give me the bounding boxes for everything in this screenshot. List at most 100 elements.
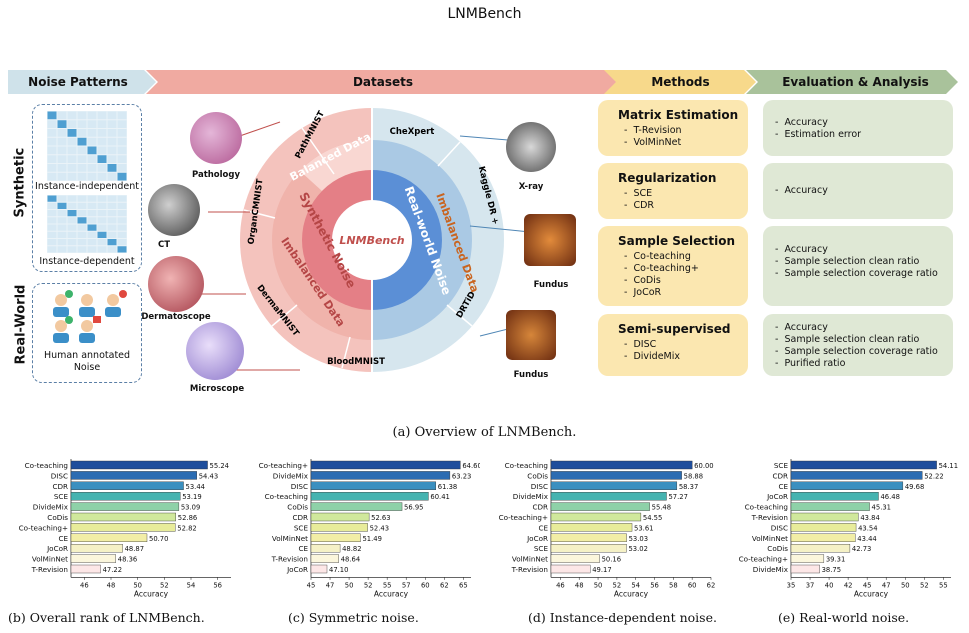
matrix-cell [108,196,117,202]
caption-c: (c) Symmetric noise. [288,610,419,625]
bar [791,555,824,563]
value-label: 53.19 [182,493,201,501]
matrix-cell [78,155,87,163]
bar [551,565,590,573]
matrix-cell [58,155,67,163]
value-label: 56.95 [404,504,423,512]
matrix-cell [78,147,87,155]
value-label: 48.64 [341,556,360,564]
bar [311,492,428,500]
eval-item: - Purified ratio [775,358,938,370]
matrix-cell [98,246,107,252]
category-label: CDR [532,503,548,512]
matrix-cell [68,138,77,146]
x-tick-label: 56 [213,581,222,589]
x-axis-title: Accuracy [614,589,649,598]
matrix-cell [88,129,97,137]
bar [71,565,101,573]
matrix-cell [78,196,87,202]
category-label: T-Revision [751,513,788,522]
value-label: 53.03 [629,535,648,543]
caption-d: (d) Instance-dependent noise. [528,610,717,625]
method-title: Matrix Estimation [618,108,738,122]
x-tick-label: 42 [844,581,853,589]
value-label: 61.38 [438,483,457,491]
category-label: CoDis [287,503,308,512]
matrix-cell [78,164,87,172]
x-tick-label: 45 [863,581,872,589]
x-tick-label: 52 [160,581,169,589]
x-tick-label: 50 [594,581,603,589]
category-label: Co-teaching [505,461,548,470]
x-tick-label: 47 [326,581,335,589]
bar [791,513,858,521]
category-label: DivideMix [273,471,309,480]
value-label: 54.11 [939,462,958,470]
x-tick-label: 52 [613,581,622,589]
category-label: SCE [54,492,69,501]
value-label: 47.10 [329,566,348,574]
method-item: - DISC [624,339,680,351]
matrix-cell [48,217,57,223]
matrix-cell [108,155,117,163]
matrix-cell [108,138,117,146]
matrix-cell [48,239,57,245]
realworld-noise-box: Human annotated Noise [32,283,142,383]
matrix-cell [98,120,107,128]
x-tick-label: 54 [631,581,640,589]
matrix-cell [78,173,87,181]
x-tick-label: 48 [107,581,116,589]
bar [311,523,368,531]
matrix-cell [88,138,97,146]
x-tick-label: 46 [556,581,565,589]
category-label: CE [538,523,548,532]
xray-image [506,122,556,172]
category-label: JoCoR [526,534,548,543]
ct-image [148,184,200,236]
matrix-cell [48,112,57,120]
bar [71,555,116,563]
value-label: 48.82 [342,545,361,553]
matrix-cell [58,239,67,245]
matrix-cell [88,246,97,252]
matrix-cell [68,217,77,223]
value-label: 42.73 [852,545,871,553]
method-item: - DivideMix [624,351,680,363]
method-box-sample-selection: Sample Selection - Co-teaching - Co-teac… [598,226,748,306]
matrix-cell [108,225,117,231]
category-label: DISC [291,482,308,491]
method-list: - T-Revision - VolMinNet [624,125,682,149]
x-tick-label: 52 [364,581,373,589]
matrix-cell [88,225,97,231]
category-label: VolMinNet [512,555,548,564]
bar [551,471,682,479]
eval-box-2: - Accuracy [763,163,953,219]
matrix-cell [108,164,117,172]
value-label: 52.86 [178,514,197,522]
matrix-cell [118,203,127,209]
x-axis-title: Accuracy [374,589,409,598]
noise-matrix-dependent [47,195,127,253]
matrix-cell [98,196,107,202]
eval-item: - Estimation error [775,129,861,141]
matrix-cell [88,232,97,238]
pathology-caption: Pathology [186,170,246,180]
page-title: LNMBench [0,6,969,22]
value-label: 54.43 [199,472,218,480]
matrix-cell [78,203,87,209]
method-item: - T-Revision [624,125,682,137]
category-label: CE [58,534,68,543]
matrix-cell [118,173,127,181]
value-label: 52.43 [370,524,389,532]
matrix-cell [68,232,77,238]
eval-item: - Sample selection coverage ratio [775,346,938,358]
matrix-cell [98,112,107,120]
matrix-cell [88,217,97,223]
eval-item: - Sample selection coverage ratio [775,268,938,280]
bar [791,492,878,500]
x-tick-label: 60 [688,581,697,589]
category-label: DivideMix [753,565,789,574]
category-label: Co-teaching+ [499,513,548,522]
microscope-caption: Microscope [186,384,248,394]
